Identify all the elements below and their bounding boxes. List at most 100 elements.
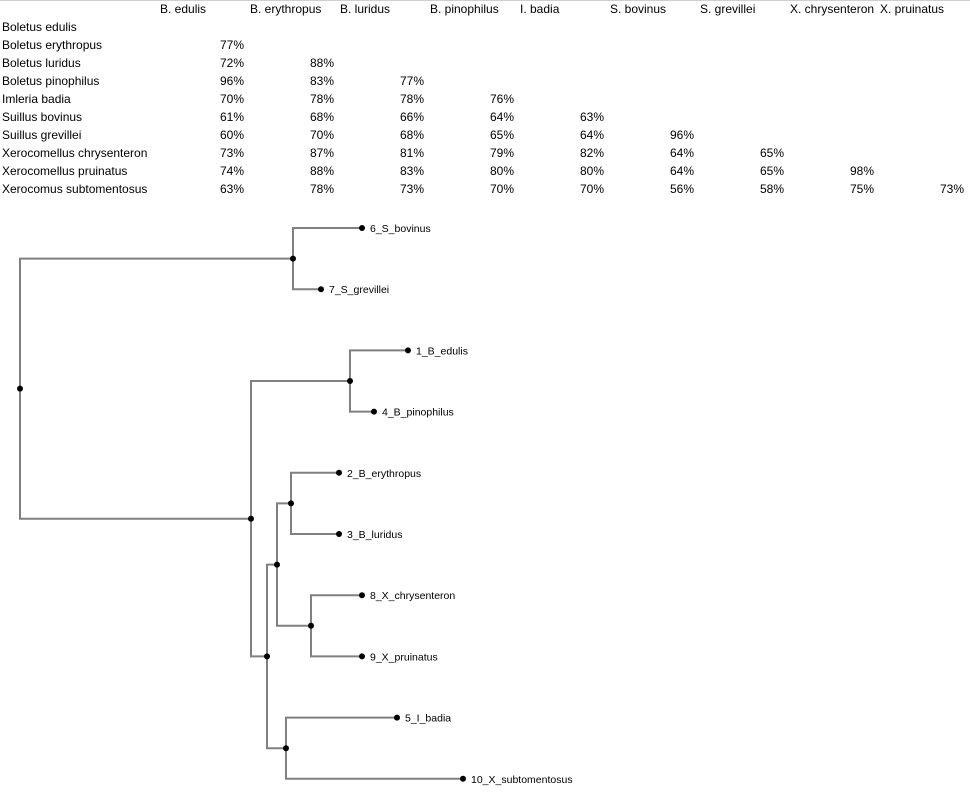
row-label: Boletus luridus [2, 56, 81, 70]
column-header: S. bovinus [610, 2, 667, 16]
similarity-cell: 63% [579, 110, 604, 124]
similarity-cell: 70% [219, 92, 244, 106]
leaf-label: 2_B_erythropus [347, 468, 421, 480]
row-label: Boletus erythropus [2, 38, 103, 52]
similarity-cell: 64% [669, 164, 694, 178]
row-label: Suillus bovinus [2, 110, 83, 124]
leaf-label: 4_B_pinophilus [382, 407, 454, 419]
internal-node [290, 255, 296, 262]
similarity-cell: 98% [849, 164, 874, 178]
similarity-cell: 66% [399, 110, 424, 124]
row-label: Imleria badia [2, 92, 71, 106]
internal-node [347, 378, 353, 384]
top-border-line [0, 0, 970, 1]
branch [290, 503, 339, 535]
branch [310, 594, 362, 626]
similarity-cell: 61% [219, 110, 244, 124]
column-header: I. badia [520, 2, 560, 16]
similarity-cell: 73% [399, 182, 424, 196]
row-label: Suillus grevillei [2, 128, 82, 142]
similarity-cell: 65% [759, 146, 784, 160]
branch [290, 471, 339, 504]
branch [276, 502, 291, 565]
internal-node [248, 515, 254, 522]
similarity-cell: 81% [399, 146, 424, 160]
similarity-cell: 88% [309, 56, 334, 70]
similarity-cell: 88% [309, 164, 334, 178]
similarity-cell: 74% [219, 164, 244, 178]
similarity-cell: 63% [219, 182, 244, 196]
internal-node [283, 745, 289, 752]
leaf-node [405, 347, 411, 354]
leaf-node [359, 653, 365, 660]
leaf-node [394, 714, 400, 721]
similarity-cell: 64% [489, 110, 514, 124]
column-header: B. edulis [160, 2, 207, 16]
branch [266, 656, 286, 750]
column-header: X. pruinatus [880, 2, 945, 16]
column-header: S. grevillei [700, 2, 756, 16]
branch [19, 257, 293, 389]
similarity-cell: 60% [219, 128, 244, 142]
similarity-cell: 78% [309, 92, 334, 106]
similarity-cell: 83% [399, 164, 424, 178]
row-label: Boletus pinophilus [2, 74, 100, 88]
column-header: B. luridus [340, 2, 391, 16]
similarity-cell: 80% [489, 164, 514, 178]
leaf-label: 9_X_pruinatus [370, 651, 438, 663]
similarity-cell: 72% [219, 56, 244, 70]
leaf-label: 5_I_badia [405, 713, 451, 725]
branch [292, 227, 362, 259]
branch [250, 518, 267, 658]
leaf-node [336, 469, 342, 476]
branch [310, 625, 362, 658]
similarity-cell: 96% [669, 128, 694, 142]
similarity-cell: 73% [219, 146, 244, 160]
similarity-cell: 64% [579, 128, 604, 142]
leaf-label: 6_S_bovinus [370, 223, 431, 235]
column-header: B. pinophilus [430, 2, 499, 16]
leaf-node [460, 775, 466, 782]
leaf-label: 10_X_subtomentosus [471, 774, 573, 786]
similarity-cell: 82% [579, 146, 604, 160]
similarity-cell: 70% [309, 128, 334, 142]
row-label: Boletus edulis [2, 20, 77, 34]
similarity-cell: 77% [399, 74, 424, 88]
internal-node [264, 653, 270, 660]
leaf-label: 1_B_edulis [416, 345, 468, 357]
similarity-cell: 65% [759, 164, 784, 178]
leaf-label: 3_B_luridus [347, 529, 402, 541]
similarity-cell: 73% [939, 182, 964, 196]
leaf-node [371, 408, 377, 415]
leaf-node [336, 531, 342, 537]
similarity-cell: 75% [849, 182, 874, 196]
similarity-matrix: B. edulis B. erythropus B. luridus B. pinop… [0, 0, 970, 200]
leaf-node [359, 592, 365, 599]
similarity-cell: 79% [489, 146, 514, 160]
internal-node [274, 561, 280, 568]
branch [292, 258, 321, 291]
internal-node [17, 385, 23, 392]
similarity-cell: 64% [669, 146, 694, 160]
node-layer [17, 225, 466, 782]
branch [285, 716, 397, 749]
similarity-cell: 68% [399, 128, 424, 142]
row-label: Xerocomus subtomentosus [2, 182, 148, 196]
similarity-cell: 78% [309, 182, 334, 196]
similarity-cell: 83% [309, 74, 334, 88]
leaf-node [318, 286, 324, 293]
row-label: Xerocomellus pruinatus [2, 164, 128, 178]
branch [285, 748, 463, 780]
branch [19, 388, 251, 520]
internal-node [288, 500, 294, 507]
internal-node [308, 622, 314, 629]
leaf-label: 8_X_chrysenteron [370, 590, 455, 602]
leaf-label: 7_S_grevillei [329, 284, 389, 296]
similarity-cell: 68% [309, 110, 334, 124]
similarity-cell: 56% [669, 182, 694, 196]
row-label: Xerocomellus chrysenteron [2, 146, 148, 160]
similarity-cell: 58% [759, 182, 784, 196]
similarity-cell: 65% [489, 128, 514, 142]
column-header: B. erythropus [250, 2, 322, 16]
